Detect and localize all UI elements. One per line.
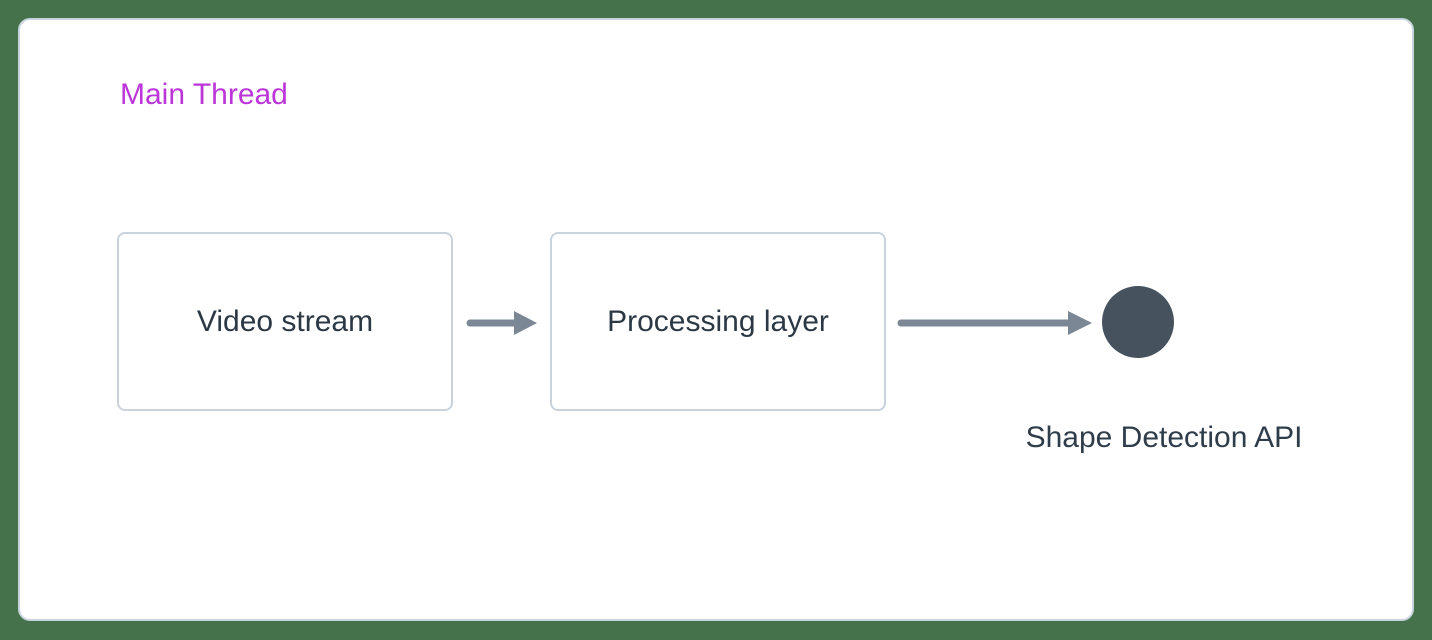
panel-title: Main Thread [120,78,288,111]
node-video-stream: Video stream [117,232,453,411]
node-processing-layer: Processing layer [550,232,886,411]
node-processing-layer-label: Processing layer [607,304,829,338]
node-shape-detection-circle [1102,286,1174,358]
node-video-stream-label: Video stream [196,304,374,338]
arrow-icon-processing-to-api [897,311,1092,335]
arrow-icon-video-to-processing [466,311,537,335]
node-shape-detection-label: Shape Detection API [1025,421,1303,454]
main-thread-panel: Main Thread Video stream Processing laye… [18,18,1414,621]
